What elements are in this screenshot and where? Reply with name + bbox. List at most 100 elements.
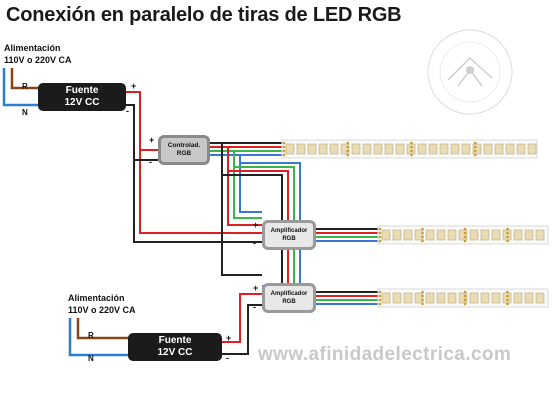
- led-chip: [535, 292, 545, 304]
- solder-pad: [473, 153, 477, 157]
- mains-wire-brown-top: [10, 68, 40, 90]
- amplifier-2-plus: +: [253, 283, 259, 293]
- solder-pad: [410, 145, 413, 149]
- solder-pad: [463, 298, 467, 302]
- solder-pad: [410, 141, 413, 145]
- psu-top-line1: Fuente: [65, 85, 99, 96]
- supply-top-n-label: N: [22, 108, 28, 117]
- rgb-amplifier-1: Amplificador RGB: [262, 220, 316, 250]
- psu-top-plus: +: [131, 81, 137, 91]
- led-chip: [469, 292, 479, 304]
- controller-line1: Controlad.: [167, 142, 201, 149]
- amplifier-2-line2: RGB: [282, 299, 296, 305]
- led-chip: [318, 143, 328, 155]
- psu-bottom-line1: Fuente: [158, 335, 192, 346]
- led-chip: [505, 143, 515, 155]
- supply-top-r-label: R: [22, 82, 28, 91]
- solder-pad: [506, 239, 509, 243]
- amplifier-1-line2: RGB: [282, 236, 296, 242]
- amplifier-2-line1: Amplificador: [270, 291, 308, 297]
- mains-wire-brown-bottom: [76, 318, 130, 340]
- led-chip: [447, 292, 457, 304]
- amplifier-2-output-bundle: [315, 291, 378, 305]
- psu-top-minus: -: [126, 106, 129, 116]
- solder-pad: [506, 235, 509, 239]
- solder-pad: [378, 298, 382, 302]
- supply-bottom-voltage: 110V o 220V CA: [68, 305, 136, 315]
- led-chip: [494, 143, 504, 155]
- mains-wire-blue-top: [2, 68, 40, 107]
- psu-top-negative-wire: [126, 104, 158, 161]
- solder-pad: [378, 231, 382, 235]
- solder-pad: [463, 290, 467, 294]
- solder-pad: [410, 153, 413, 157]
- solder-pad: [378, 290, 382, 294]
- solder-pad: [463, 302, 467, 306]
- led-chip: [480, 229, 490, 241]
- led-chip: [340, 143, 350, 155]
- solder-pad: [378, 302, 382, 306]
- led-chip: [447, 229, 457, 241]
- page-title: Conexión en paralelo de tiras de LED RGB: [6, 4, 402, 26]
- solder-pad: [378, 294, 382, 298]
- solder-pad: [506, 298, 509, 302]
- solder-pad: [346, 141, 350, 145]
- led-chip: [428, 143, 438, 155]
- website-url: www.afinidadelectrica.com: [258, 344, 512, 365]
- psu-bottom-line2: 12V CC: [157, 347, 193, 358]
- led-chip: [491, 229, 501, 241]
- solder-pad: [378, 227, 382, 231]
- solder-pad: [506, 294, 509, 298]
- solder-pad: [282, 145, 286, 149]
- led-chip: [461, 143, 471, 155]
- solder-pad: [473, 149, 477, 153]
- psu-bottom-positive-wire: [222, 293, 262, 343]
- solder-pad: [421, 302, 424, 306]
- solder-pad: [421, 231, 424, 235]
- led-chip: [513, 229, 523, 241]
- supply-bottom-r-label: R: [88, 331, 94, 340]
- led-chip: [524, 229, 534, 241]
- solder-pad: [421, 298, 424, 302]
- led-chip: [403, 229, 413, 241]
- led-chip: [403, 292, 413, 304]
- led-strip-3: [377, 288, 549, 308]
- led-chip: [502, 292, 512, 304]
- solder-pad: [421, 235, 424, 239]
- led-chip: [502, 229, 512, 241]
- solder-pad: [346, 149, 350, 153]
- psu-bottom-negative-wire: [222, 304, 262, 355]
- led-chip: [436, 292, 446, 304]
- led-chip: [307, 143, 317, 155]
- led-strip-1: [281, 139, 538, 159]
- rgb-controller: Controlad. RGB: [158, 135, 210, 165]
- solder-pad: [463, 239, 467, 243]
- solder-pad: [346, 145, 350, 149]
- supply-bottom-n-label: N: [88, 354, 94, 363]
- led-chip: [483, 143, 493, 155]
- led-chip: [296, 143, 306, 155]
- controller-output-bundle: [208, 142, 282, 156]
- led-chip: [472, 143, 482, 155]
- solder-pad: [282, 153, 286, 157]
- solder-pad: [506, 302, 509, 306]
- amplifier-2-minus: -: [253, 302, 256, 312]
- supply-top-voltage: 110V o 220V CA: [4, 55, 72, 65]
- mains-wire-blue-bottom: [68, 318, 130, 357]
- solder-pad: [410, 149, 413, 153]
- solder-pad: [463, 294, 467, 298]
- psu-bottom-plus: +: [226, 333, 232, 343]
- solder-pad: [473, 141, 477, 145]
- solder-pad: [421, 227, 424, 231]
- led-chip: [285, 143, 295, 155]
- led-chip: [414, 292, 424, 304]
- afinidad-electrica-logo: [427, 29, 513, 115]
- led-chip: [425, 229, 435, 241]
- led-chip: [458, 229, 468, 241]
- led-chip: [329, 143, 339, 155]
- led-chip: [491, 292, 501, 304]
- psu-bottom: Fuente 12V CC: [128, 333, 222, 361]
- psu-top-line2: 12V CC: [64, 97, 100, 108]
- solder-pad: [421, 239, 424, 243]
